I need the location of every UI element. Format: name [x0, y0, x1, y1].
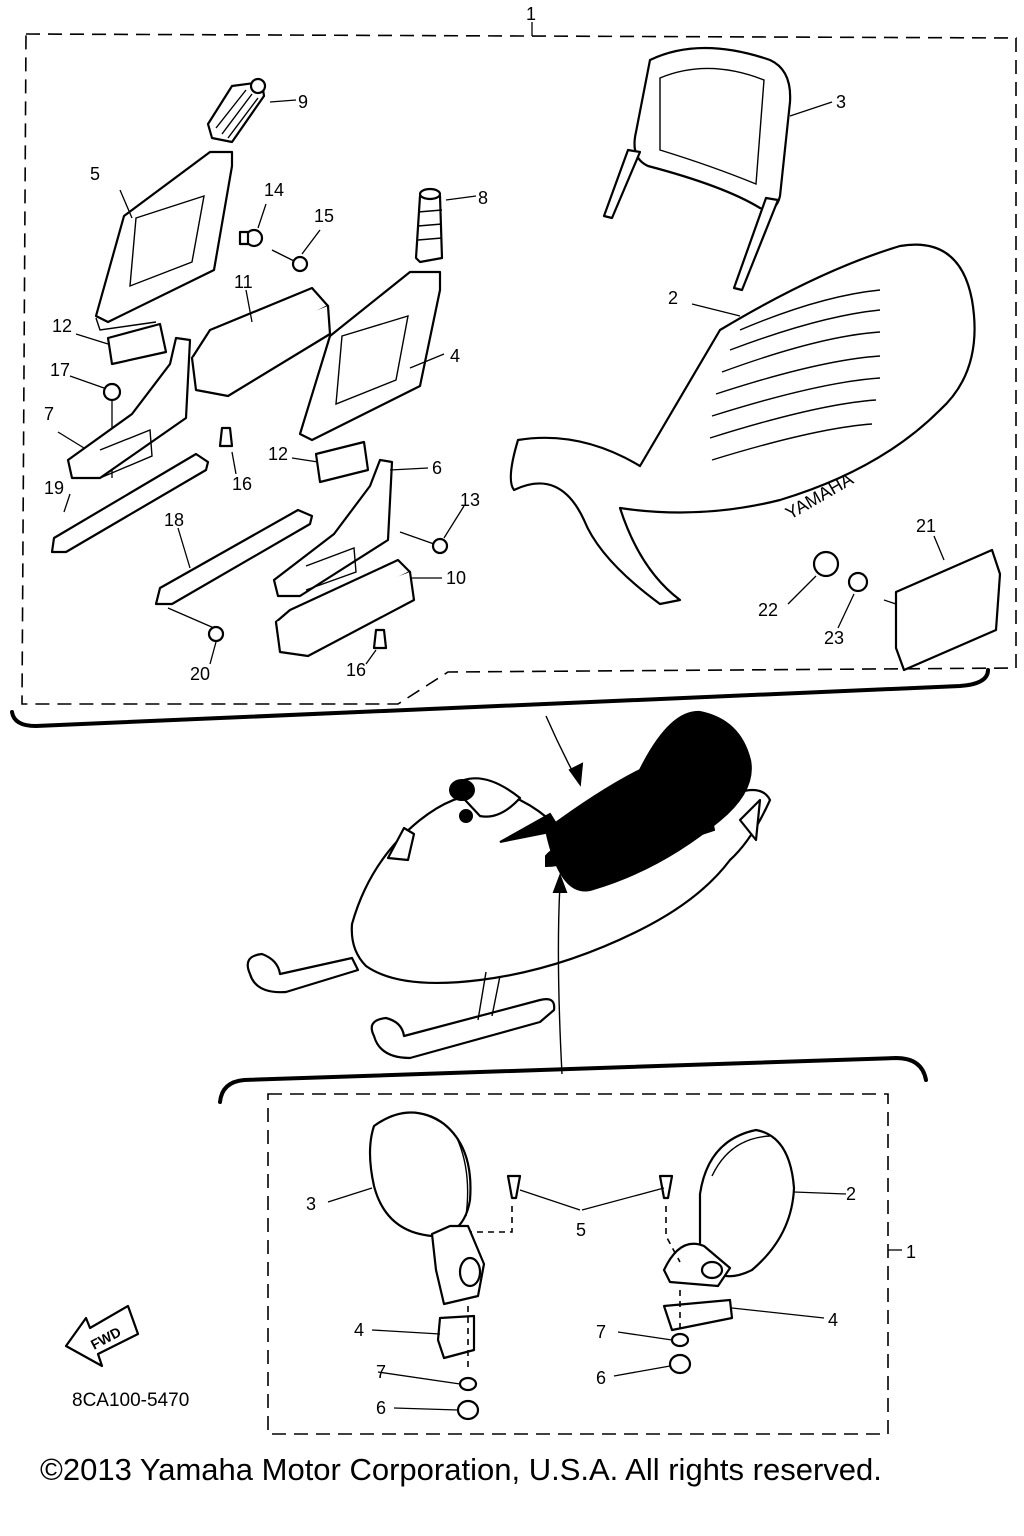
callout-17: 17 [50, 360, 70, 380]
washer-23 [847, 571, 869, 593]
snowmobile-illustration [246, 710, 772, 1075]
bottom-callout-4-left: 4 [354, 1320, 364, 1340]
rail-18 [154, 508, 314, 629]
spacer-12-right [314, 440, 370, 484]
screw-16-upper [218, 426, 234, 448]
callout-9: 9 [298, 92, 308, 112]
callout-20: 20 [190, 664, 210, 684]
bolt-13 [399, 531, 449, 555]
bottom-callout-4-right: 4 [828, 1310, 838, 1330]
callout-11: 11 [234, 272, 253, 292]
callout-6: 6 [432, 458, 442, 478]
bottom-callout-3: 3 [306, 1194, 316, 1214]
washer-7-right [670, 1332, 690, 1348]
callout-12-left: 12 [52, 316, 72, 336]
callout-15: 15 [314, 206, 334, 226]
bracket-6 [272, 458, 394, 598]
nut-22 [812, 550, 840, 578]
plate-4-right [662, 1298, 734, 1332]
nut-14 [238, 228, 264, 248]
fwd-arrow-icon: FWD [64, 1304, 140, 1368]
callout-16-lower: 16 [346, 660, 366, 680]
rail-19 [50, 452, 210, 554]
bottom-callout-5: 5 [576, 1220, 586, 1240]
handle-4 [298, 270, 442, 442]
callout-5: 5 [90, 164, 100, 184]
top-assembly-group: 1 [10, 4, 1017, 729]
bottom-callout-6-right: 6 [596, 1368, 606, 1388]
callout-19: 19 [44, 478, 64, 498]
callout-21: 21 [916, 516, 936, 536]
washer-7-left [458, 1376, 478, 1392]
bottom-callout-6-left: 6 [376, 1398, 386, 1418]
seat-2: YAMAHA [509, 243, 976, 606]
bottom-assembly-group: 1 [218, 1055, 928, 1435]
bolt-15 [271, 249, 309, 273]
callout-8: 8 [478, 188, 488, 208]
plate-10 [274, 558, 416, 658]
callout-18: 18 [164, 510, 184, 530]
screws-5 [470, 1174, 681, 1263]
plate-4-left [436, 1314, 476, 1360]
backrest-3 [602, 46, 792, 292]
callout-23: 23 [824, 628, 844, 648]
top-group-label: 1 [526, 4, 536, 24]
callout-13: 13 [460, 490, 480, 510]
callout-16-upper: 16 [232, 474, 252, 494]
nut-6-left [456, 1399, 480, 1421]
nut-6-right [668, 1353, 692, 1375]
copyright-notice: ©2013 Yamaha Motor Corporation, U.S.A. A… [40, 1452, 882, 1487]
grip-8 [414, 187, 444, 264]
bracket-7 [66, 336, 192, 480]
bottom-callout-2: 2 [846, 1184, 856, 1204]
callout-10: 10 [446, 568, 466, 588]
callout-4: 4 [450, 346, 460, 366]
mirror-3 [368, 1111, 486, 1306]
screw-16-lower [372, 628, 388, 650]
callout-14: 14 [264, 180, 284, 200]
grip-9 [206, 77, 267, 144]
callout-3: 3 [836, 92, 846, 112]
reflector-21 [883, 548, 1002, 672]
callout-2: 2 [668, 288, 678, 308]
mirror-2 [662, 1128, 796, 1288]
plate-11 [190, 286, 332, 398]
bottom-callout-7-left: 7 [376, 1362, 386, 1382]
callout-22: 22 [758, 600, 778, 620]
bottom-group-label: 1 [906, 1242, 916, 1262]
diagram-code: 8CA100-5470 [72, 1390, 189, 1411]
handle-5 [94, 150, 234, 331]
bottom-callout-7-right: 7 [596, 1322, 606, 1342]
bolt-20 [207, 625, 225, 643]
callout-12-right: 12 [268, 444, 288, 464]
spacer-12-left [106, 322, 168, 366]
callout-7: 7 [44, 404, 54, 424]
